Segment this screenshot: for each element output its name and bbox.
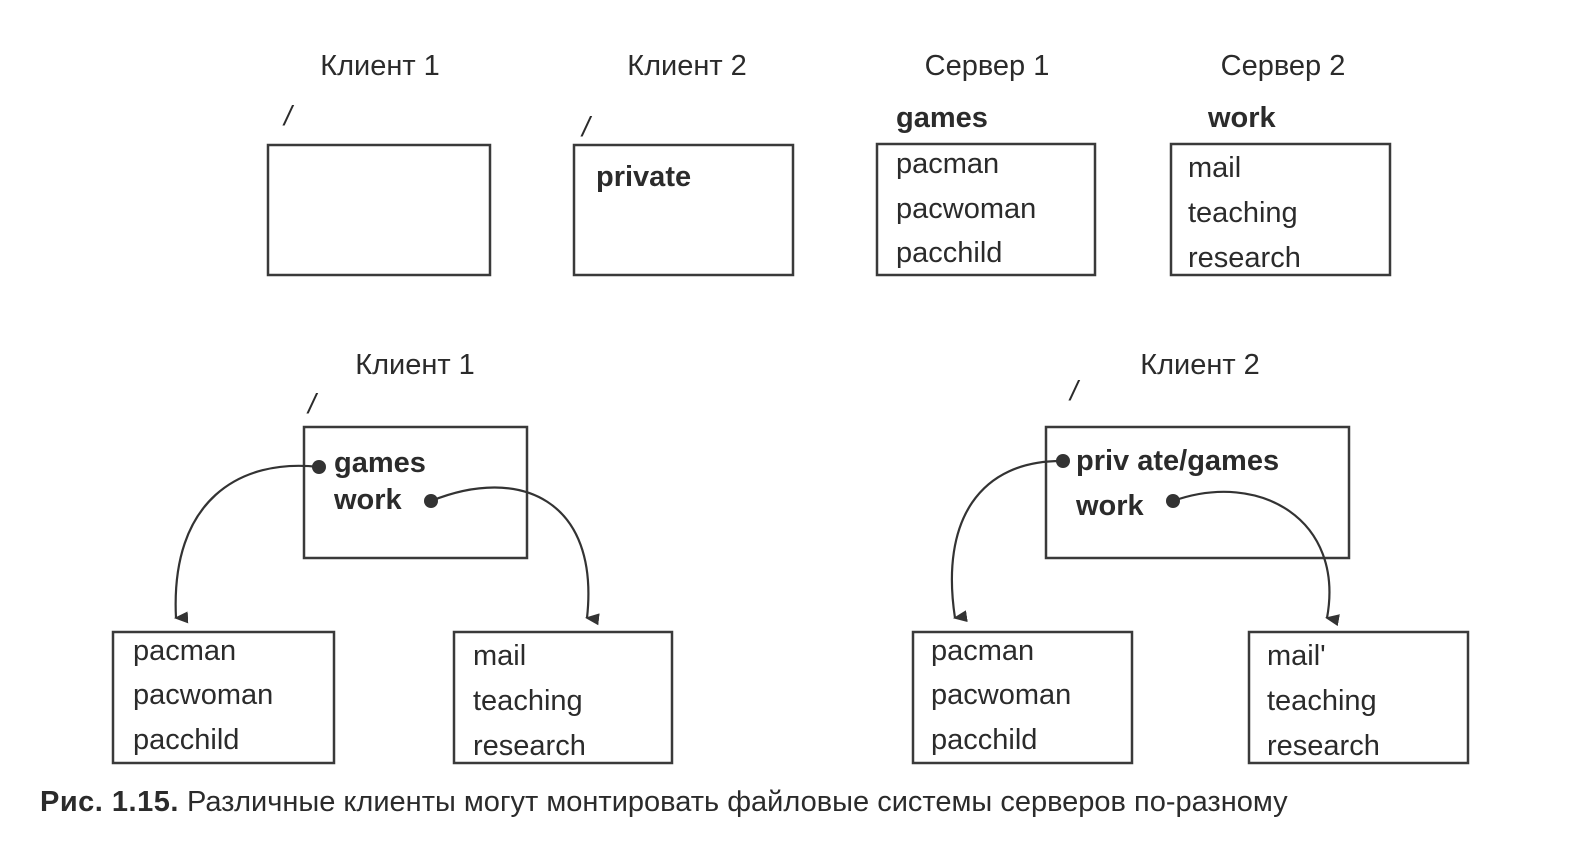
mount-arrow-work xyxy=(1172,490,1340,627)
top-client1-root: / xyxy=(282,100,295,131)
bottom-client2-games-box xyxy=(911,630,1134,765)
mount-arrow-games xyxy=(950,459,1064,623)
top-client1: Клиент 1 / xyxy=(266,50,492,277)
bottom-client1-games-entry: pacchild xyxy=(133,724,239,756)
top-server2-entry: mail xyxy=(1188,152,1241,184)
mount-arrow-games xyxy=(174,464,320,624)
top-client1-box xyxy=(266,143,492,277)
bottom-client1-work-entry: teaching xyxy=(473,685,583,717)
mount-arrow-work xyxy=(430,486,600,626)
bottom-client1-entry-work: work xyxy=(333,484,403,516)
bottom-client2: Клиент 2 / priv ate/games work pacman pa… xyxy=(911,349,1470,765)
top-server1-box xyxy=(875,142,1097,277)
bottom-client2-work-box xyxy=(1247,630,1470,765)
bottom-client1-work-entry: research xyxy=(473,730,586,762)
bottom-client2-box xyxy=(1044,425,1351,560)
figure-number: Рис. 1.15. xyxy=(40,786,179,818)
figure-caption: Рис. 1.15. Различные клиенты могут монти… xyxy=(40,786,1560,819)
bottom-client1-games-entry: pacman xyxy=(133,635,236,667)
top-client2-root: / xyxy=(580,111,593,142)
bottom-client2-work-entry: teaching xyxy=(1267,685,1377,717)
top-client2-label: Клиент 2 xyxy=(627,50,747,82)
top-client2: Клиент 2 / private xyxy=(572,50,795,277)
top-server2-entry: teaching xyxy=(1188,197,1298,229)
top-server2: Сервер 2 work mail teaching research xyxy=(1169,50,1392,277)
bottom-client1-games-entry: pacwoman xyxy=(133,679,273,711)
top-server1-export: games xyxy=(896,102,988,134)
bottom-client1-root: / xyxy=(306,388,319,419)
bottom-client2-games-entry: pacman xyxy=(931,635,1034,667)
top-server2-box xyxy=(1169,142,1392,277)
bottom-client2-games-entry: pacwoman xyxy=(931,679,1071,711)
bottom-client2-work-entry: mail' xyxy=(1267,640,1326,672)
bottom-client2-root: / xyxy=(1068,375,1081,406)
top-server1-label: Сервер 1 xyxy=(925,50,1050,82)
bottom-client1: Клиент 1 / games work pacman pacwoman pa… xyxy=(111,349,674,765)
top-client1-label: Клиент 1 xyxy=(320,50,440,82)
bottom-client2-work-entry: research xyxy=(1267,730,1380,762)
top-server1-entry: pacman xyxy=(896,148,999,180)
bottom-client2-entry-work: work xyxy=(1075,490,1145,522)
bottom-client1-box xyxy=(302,425,529,560)
bottom-client1-label: Клиент 1 xyxy=(355,349,475,381)
bottom-client2-games-entry: pacchild xyxy=(931,724,1037,756)
bottom-client1-work-entry: mail xyxy=(473,640,526,672)
bottom-client1-work-box xyxy=(452,630,674,765)
top-server1-entry: pacwoman xyxy=(896,193,1036,225)
top-server2-export: work xyxy=(1207,102,1277,134)
top-client2-entry-private: private xyxy=(596,161,691,193)
bottom-client2-label: Клиент 2 xyxy=(1140,349,1260,381)
top-server2-label: Сервер 2 xyxy=(1221,50,1346,82)
top-client2-box xyxy=(572,143,795,277)
bottom-client1-games-box xyxy=(111,630,336,765)
top-server2-entry: research xyxy=(1188,242,1301,274)
top-server1: Сервер 1 games pacman pacwoman pacchild xyxy=(875,50,1097,277)
bottom-client2-entry-private-games: priv ate/games xyxy=(1076,445,1279,477)
top-server1-entry: pacchild xyxy=(896,237,1002,269)
figure-caption-text: Различные клиенты могут монтировать файл… xyxy=(186,786,1288,818)
bottom-client1-entry-games: games xyxy=(334,447,426,479)
